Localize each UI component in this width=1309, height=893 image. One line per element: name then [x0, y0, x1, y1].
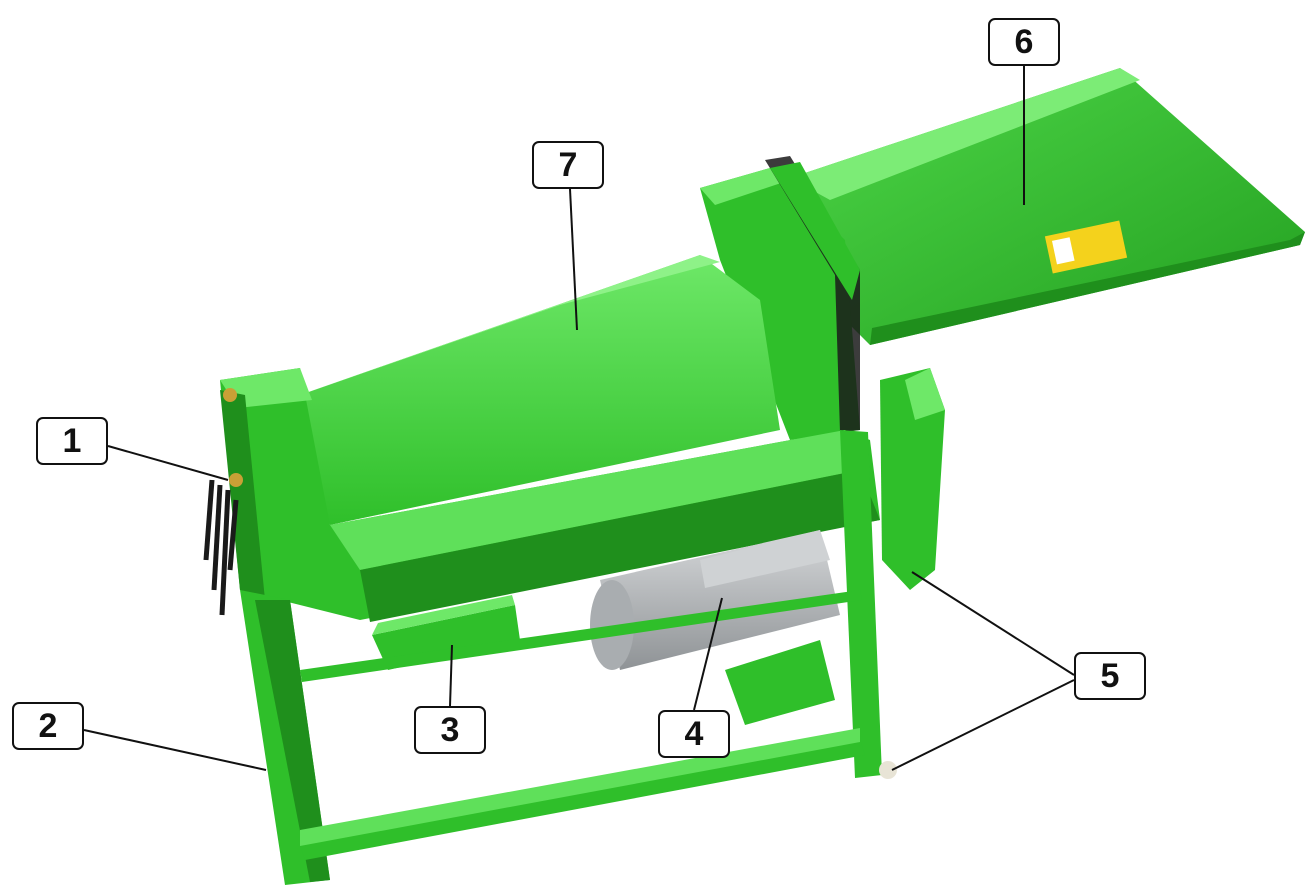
- callout-3: 3: [414, 706, 486, 754]
- leader-line-5a: [911, 571, 1075, 676]
- discharge-flaps: [203, 479, 239, 616]
- leader-line-7: [569, 188, 578, 331]
- leader-line-3: [449, 644, 453, 707]
- callout-2: 2: [12, 702, 84, 750]
- leader-line-4: [693, 597, 723, 711]
- leader-line-5b: [891, 679, 1075, 771]
- electric-motor: [590, 530, 840, 725]
- leader-line-2: [83, 729, 267, 771]
- grain-outlet: [372, 595, 520, 670]
- callout-6: 6: [988, 18, 1060, 66]
- belt-guard: [880, 368, 945, 590]
- callout-1: 1: [36, 417, 108, 465]
- callout-5: 5: [1074, 652, 1146, 700]
- upper-housing-frame: [700, 156, 860, 440]
- leader-line-1: [107, 445, 229, 481]
- main-body: [220, 368, 880, 622]
- top-cover: [300, 255, 780, 525]
- callout-7: 7: [532, 141, 604, 189]
- leader-lines: [83, 66, 1075, 771]
- callout-4: 4: [658, 710, 730, 758]
- feed-hopper: [790, 68, 1305, 345]
